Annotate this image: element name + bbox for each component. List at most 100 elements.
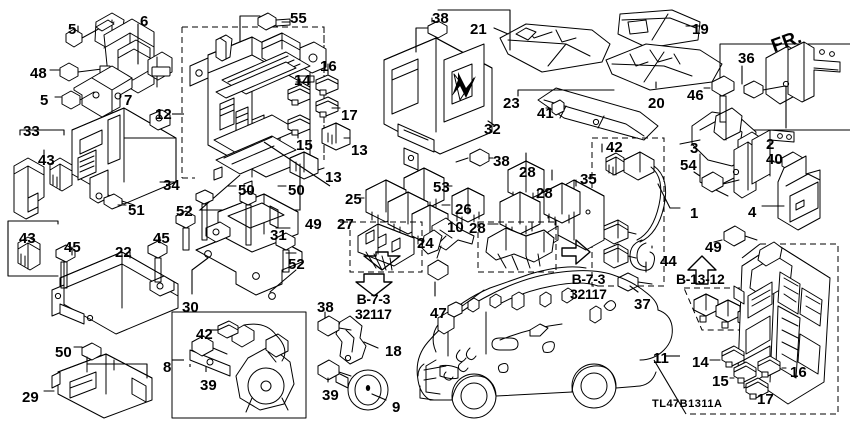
callout-55: 55 bbox=[290, 10, 307, 27]
vehicle-silhouette bbox=[416, 266, 673, 419]
xref-middle-line2: 32117 bbox=[570, 285, 607, 302]
group-actuator-3 bbox=[657, 75, 821, 231]
group-fusebox-main bbox=[172, 12, 351, 211]
callout-5: 5 bbox=[40, 92, 49, 109]
group-relays bbox=[357, 152, 581, 297]
callout-38: 38 bbox=[317, 299, 334, 316]
callout-19: 19 bbox=[692, 21, 709, 38]
callout-6: 6 bbox=[140, 13, 149, 30]
callout-9: 9 bbox=[392, 399, 401, 416]
group-bracket-30 bbox=[175, 185, 303, 300]
callout-28: 28 bbox=[469, 220, 486, 237]
callout-24: 24 bbox=[417, 235, 434, 252]
callout-14: 14 bbox=[294, 72, 311, 89]
group-xref-middle bbox=[477, 221, 591, 273]
callout-32: 32 bbox=[484, 121, 501, 138]
callout-34: 34 bbox=[163, 177, 180, 194]
callout-1: 1 bbox=[690, 205, 699, 222]
group-clips-33 bbox=[7, 129, 73, 277]
callout-16: 16 bbox=[320, 58, 337, 75]
callout-50: 50 bbox=[238, 182, 255, 199]
xref-left-line2: 32117 bbox=[355, 305, 392, 322]
xref-right[interactable]: B-13-12 bbox=[676, 271, 725, 287]
xref-middle-line1: B-7-3 bbox=[571, 271, 606, 287]
xref-left-line1: B-7-3 bbox=[356, 291, 391, 307]
callout-28: 28 bbox=[519, 164, 536, 181]
xref-right-line1: B-13-12 bbox=[676, 271, 725, 287]
group-xref-left bbox=[340, 221, 423, 297]
drawing-code: TL47B1311A bbox=[652, 398, 723, 410]
callout-22: 22 bbox=[115, 244, 132, 261]
callout-23: 23 bbox=[503, 95, 520, 112]
callout-51: 51 bbox=[128, 202, 145, 219]
callout-27: 27 bbox=[337, 216, 354, 233]
callout-26: 26 bbox=[455, 201, 472, 218]
callout-17: 17 bbox=[757, 391, 774, 408]
callout-13: 13 bbox=[325, 169, 342, 186]
callout-25: 25 bbox=[345, 191, 362, 208]
callout-45: 45 bbox=[153, 230, 170, 247]
callout-36: 36 bbox=[738, 50, 755, 67]
callout-13: 13 bbox=[351, 142, 368, 159]
callout-39: 39 bbox=[200, 377, 217, 394]
callout-42: 42 bbox=[606, 139, 623, 156]
callout-54: 54 bbox=[680, 157, 697, 174]
group-module-29 bbox=[43, 342, 153, 419]
callout-33: 33 bbox=[23, 123, 40, 140]
callout-15: 15 bbox=[712, 373, 729, 390]
callout-42: 42 bbox=[196, 326, 213, 343]
callout-11: 11 bbox=[653, 350, 669, 367]
callout-31: 31 bbox=[270, 227, 287, 244]
callout-37: 37 bbox=[634, 296, 651, 313]
callout-45: 45 bbox=[64, 239, 81, 256]
callout-21: 21 bbox=[470, 21, 487, 38]
callout-43: 43 bbox=[19, 230, 36, 247]
group-horn-8 bbox=[171, 311, 307, 419]
callout-8: 8 bbox=[163, 359, 172, 376]
callout-39: 39 bbox=[322, 387, 339, 404]
callout-17: 17 bbox=[341, 107, 358, 124]
callout-7: 7 bbox=[124, 92, 133, 109]
group-ecu-32 bbox=[383, 17, 495, 171]
callout-44: 44 bbox=[660, 253, 677, 270]
callout-3: 3 bbox=[690, 140, 699, 157]
callout-46: 46 bbox=[687, 87, 704, 104]
callout-10: 10 bbox=[447, 219, 464, 236]
callout-28: 28 bbox=[536, 185, 553, 202]
callout-40: 40 bbox=[766, 151, 783, 168]
callout-4: 4 bbox=[748, 204, 757, 221]
callout-12: 12 bbox=[155, 106, 172, 123]
callout-49: 49 bbox=[305, 216, 322, 233]
callout-48: 48 bbox=[30, 65, 47, 82]
group-bracket-2 bbox=[719, 41, 850, 131]
callout-15: 15 bbox=[296, 137, 313, 154]
callout-47: 47 bbox=[430, 305, 447, 322]
callout-5: 5 bbox=[68, 21, 77, 38]
callout-35: 35 bbox=[580, 171, 597, 188]
callout-38: 38 bbox=[432, 10, 449, 27]
callout-29: 29 bbox=[22, 389, 39, 406]
group-horn-9 bbox=[317, 311, 389, 411]
callout-30: 30 bbox=[182, 299, 199, 316]
callout-38: 38 bbox=[493, 153, 510, 170]
callout-53: 53 bbox=[433, 179, 450, 196]
callout-50: 50 bbox=[288, 182, 305, 199]
group-ecu-34 bbox=[71, 107, 177, 210]
callout-41: 41 bbox=[537, 105, 554, 122]
callout-16: 16 bbox=[790, 364, 807, 381]
callout-20: 20 bbox=[648, 95, 665, 112]
callout-43: 43 bbox=[38, 152, 55, 169]
callout-52: 52 bbox=[176, 203, 193, 220]
callout-14: 14 bbox=[692, 354, 709, 371]
group-ecu-22 bbox=[51, 236, 179, 335]
callout-49: 49 bbox=[705, 239, 722, 256]
callout-50: 50 bbox=[55, 344, 72, 361]
callout-52: 52 bbox=[288, 256, 305, 273]
group-fusebox-11 bbox=[653, 225, 839, 415]
callout-18: 18 bbox=[385, 343, 402, 360]
group-handles bbox=[437, 9, 723, 141]
